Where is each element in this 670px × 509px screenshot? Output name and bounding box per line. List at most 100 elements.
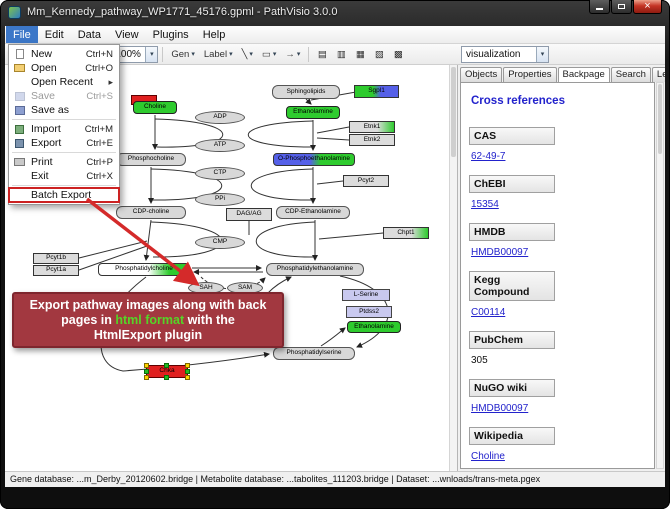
connector-tool-icon: → [285,48,295,60]
pathway-node-dag-ag[interactable]: DAG/AG [226,208,272,221]
pathway-node-phosphatidylserine[interactable]: Phosphatidylserine [273,347,355,360]
window-controls: × [588,0,662,14]
align-middle-icon: ▥ [336,48,346,60]
backpage-value-chebi[interactable]: 15354 [471,199,499,210]
close-button[interactable]: × [633,0,662,14]
align-center-button[interactable]: ▤ [313,45,331,63]
titlebar[interactable]: Mm_Kennedy_pathway_WP1771_45176.gpml - P… [0,0,670,26]
pathway-node-atp[interactable]: ATP [195,139,245,152]
pathway-node-pcyt2[interactable]: Pcyt2 [343,175,389,187]
stack-vertical-button[interactable]: ▦ [351,45,369,63]
scrollbar-thumb[interactable] [658,84,662,154]
file-menu-item-batch-export[interactable]: Batch Export [8,187,120,203]
pathway-node-chka[interactable]: Chka [144,363,190,380]
pathway-node-sgpl1[interactable]: Sgpl1 [354,85,399,98]
tab-search[interactable]: Search [610,67,651,82]
distribute-button[interactable]: ▩ [389,45,407,63]
pathway-node-ctp[interactable]: CTP [195,167,245,180]
chevron-down-icon[interactable] [145,46,158,62]
backpage-value-hmdb[interactable]: HMDB00097 [471,247,529,258]
pathway-node-phosphatidylethanolamine[interactable]: Phosphatidylethanolamine [266,263,364,276]
minimize-button[interactable] [589,0,610,14]
tab-objects[interactable]: Objects [460,67,503,82]
selection-handle-sw[interactable] [144,375,149,380]
menu-view[interactable]: View [114,29,139,41]
panel-vertical-scrollbar[interactable] [656,82,664,469]
file-menu-label: Save [31,90,55,102]
menu-help[interactable]: Help [202,29,226,41]
shortcut-label: Ctrl+M [84,123,113,135]
pathway-node-choline[interactable]: Choline [133,101,177,114]
side-panel: ObjectsPropertiesBackpageSearchLegend Cr… [457,65,665,471]
tools-group: GenLabel╲▭ → [167,45,304,63]
menu-plugins[interactable]: Plugins [152,29,189,41]
connector-tool[interactable]: → [281,45,304,63]
tab-properties[interactable]: Properties [503,67,557,82]
menu-separator [12,119,116,120]
annotation-text: with the [184,313,235,327]
pathway-node-pcyt1b[interactable]: Pcyt1b [33,253,79,264]
canvas-vertical-scrollbar[interactable] [449,65,457,471]
pathway-node-cmp[interactable]: CMP [195,236,245,249]
shape-tool[interactable]: ▭ [258,45,281,63]
backpage-section-pubchem: PubChem [469,331,555,349]
label-tool[interactable]: Label [200,45,237,63]
scrollbar-thumb[interactable] [451,67,456,157]
pathway-node-cdp-choline[interactable]: CDP-choline [116,206,186,219]
selection-handle-w[interactable] [144,368,149,374]
annotation-text: pages in [61,313,116,327]
pathway-node-etnk1[interactable]: Etnk1 [349,121,395,133]
pathway-node-ethanolamine[interactable]: Ethanolamine [286,106,340,119]
backpage-value-wikipedia[interactable]: Choline [471,451,505,462]
pathway-node-l-serine[interactable]: L-Serine [342,289,390,301]
line-tool[interactable]: ╲ [238,45,257,63]
menu-file[interactable]: File [6,26,38,43]
menu-edit[interactable]: Edit [44,29,64,41]
pathway-node-sphingolipids[interactable]: Sphingolipids [272,85,340,99]
visualization-select[interactable]: visualization [461,45,549,63]
tab-backpage[interactable]: Backpage [557,67,610,83]
pathway-node-chpt1[interactable]: Chpt1 [383,227,429,239]
pathway-node-phosphocholine[interactable]: Phosphocholine [116,153,186,166]
pathway-node-cdp-ethanolamine[interactable]: CDP-Ethanolamine [276,206,350,219]
pathway-node-ptdss2[interactable]: Ptdss2 [346,306,392,318]
menu-data[interactable]: Data [77,29,101,41]
menu-separator [12,185,116,186]
pathway-node-pcyt1a[interactable]: Pcyt1a [33,265,79,276]
zoom-select[interactable]: 100% [110,45,159,63]
selection-handle-nw[interactable] [144,363,149,368]
align-middle-button[interactable]: ▥ [332,45,350,63]
maximize-button[interactable] [611,0,632,14]
selection-handle-e[interactable] [185,368,190,374]
pathway-node-phosphatidylcholine[interactable]: Phosphatidylcholine [98,263,190,276]
annotation-line: HtmlExport plugin [14,328,282,342]
file-menu-item-open-recent[interactable]: Open Recent [9,75,119,89]
tab-legend[interactable]: Legend [651,67,665,82]
pathway-node-o-phosphoethanolamine[interactable]: O-Phosphoethanolamine [273,153,355,166]
pathway-node-etnk2[interactable]: Etnk2 [349,134,395,146]
gene-product-tool[interactable]: Gen [167,45,198,63]
selection-handle-s[interactable] [164,375,169,380]
selection-handle-ne[interactable] [185,363,190,368]
chevron-down-icon[interactable] [536,46,548,62]
pathway-node-ppi[interactable]: PPi [195,193,245,206]
backpage-value-nugo-wiki[interactable]: HMDB00097 [471,403,529,414]
selection-handle-n[interactable] [164,363,169,368]
pathway-node-adp[interactable]: ADP [195,111,245,124]
save-icon [13,91,26,101]
pathway-node-ethanolamine[interactable]: Ethanolamine [347,321,401,333]
backpage-value-cas[interactable]: 62-49-7 [471,151,506,162]
file-menu-item-save-as[interactable]: Save as [9,103,119,117]
backpage-value-kegg-compound[interactable]: C00114 [471,307,506,318]
selection-handle-se[interactable] [185,375,190,380]
stack-horizontal-button[interactable]: ▧ [370,45,388,63]
print-icon [13,158,26,166]
